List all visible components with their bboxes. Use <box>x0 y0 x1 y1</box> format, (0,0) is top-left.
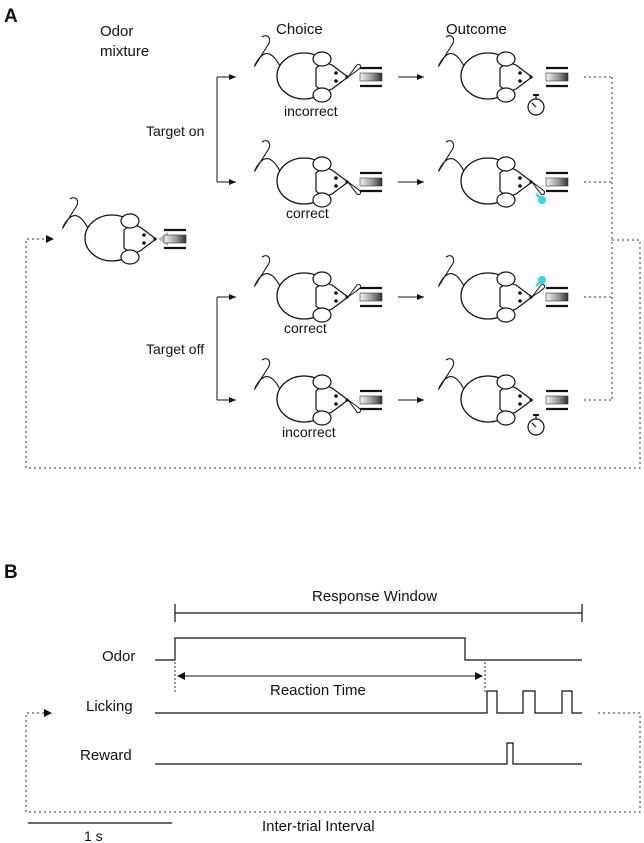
stopwatch-icon <box>527 94 545 116</box>
lick-port <box>544 171 570 193</box>
target-off-label: Target off <box>146 341 204 357</box>
inter-trial-interval-label: Inter-trial Interval <box>262 818 375 835</box>
lick-port <box>358 171 384 193</box>
lick-port <box>544 286 570 308</box>
inter-trial-arrowhead <box>44 709 52 717</box>
target-off-bracket <box>216 294 236 403</box>
response-window-bracket <box>174 604 583 622</box>
panel-b: B Response Window Odor Reaction Time Lic… <box>4 562 641 843</box>
trial-loop-dotted <box>25 76 641 469</box>
choice-label-row-1: incorrect <box>284 103 338 119</box>
target-on-label: Target on <box>146 123 204 139</box>
start-mouse <box>61 197 158 265</box>
water-drop-icon <box>535 193 546 204</box>
outcome-mouse-row-4 <box>437 358 534 426</box>
reward-label: Reward <box>80 747 132 764</box>
reaction-time-marker <box>174 662 486 693</box>
lick-port <box>358 389 384 411</box>
panel-a: A Odor mixture Choice Outcome Target on … <box>4 6 641 469</box>
panel-b-letter: B <box>4 562 18 583</box>
choice-label-row-3: correct <box>284 320 327 336</box>
choice-mouse-row-3 <box>253 255 362 323</box>
header-odor-mixture-line1: Odor <box>100 23 133 40</box>
choice-mouse-row-1 <box>253 35 362 103</box>
header-choice: Choice <box>276 21 323 38</box>
inter-trial-loop <box>25 712 641 813</box>
odor-label: Odor <box>102 648 135 665</box>
reward-trace <box>155 742 582 765</box>
outcome-mouse-row-1 <box>437 35 534 103</box>
scale-bar-label: 1 s <box>84 828 103 843</box>
licking-label: Licking <box>86 698 133 715</box>
choice-mouse-row-2 <box>253 140 362 208</box>
target-on-bracket <box>216 74 236 185</box>
odor-trace <box>155 637 582 661</box>
header-outcome: Outcome <box>446 21 507 38</box>
panel-a-letter: A <box>4 6 18 27</box>
outcome-mouse-row-3 <box>437 255 546 323</box>
loop-arrowhead <box>46 235 54 243</box>
header-odor-mixture-line2: mixture <box>100 43 149 60</box>
lick-port <box>358 286 384 308</box>
stopwatch-icon <box>527 414 545 436</box>
licking-trace <box>155 690 582 714</box>
lick-port <box>544 66 570 88</box>
water-drop-icon <box>535 276 546 287</box>
lick-port <box>544 389 570 411</box>
choice-mouse-row-4 <box>253 358 362 426</box>
choice-label-row-2: correct <box>286 205 329 221</box>
outcome-mouse-row-2 <box>437 140 546 208</box>
lick-port <box>358 66 384 88</box>
reaction-time-label: Reaction Time <box>270 682 366 699</box>
response-window-label: Response Window <box>312 588 437 605</box>
choice-label-row-4: incorrect <box>282 424 336 440</box>
